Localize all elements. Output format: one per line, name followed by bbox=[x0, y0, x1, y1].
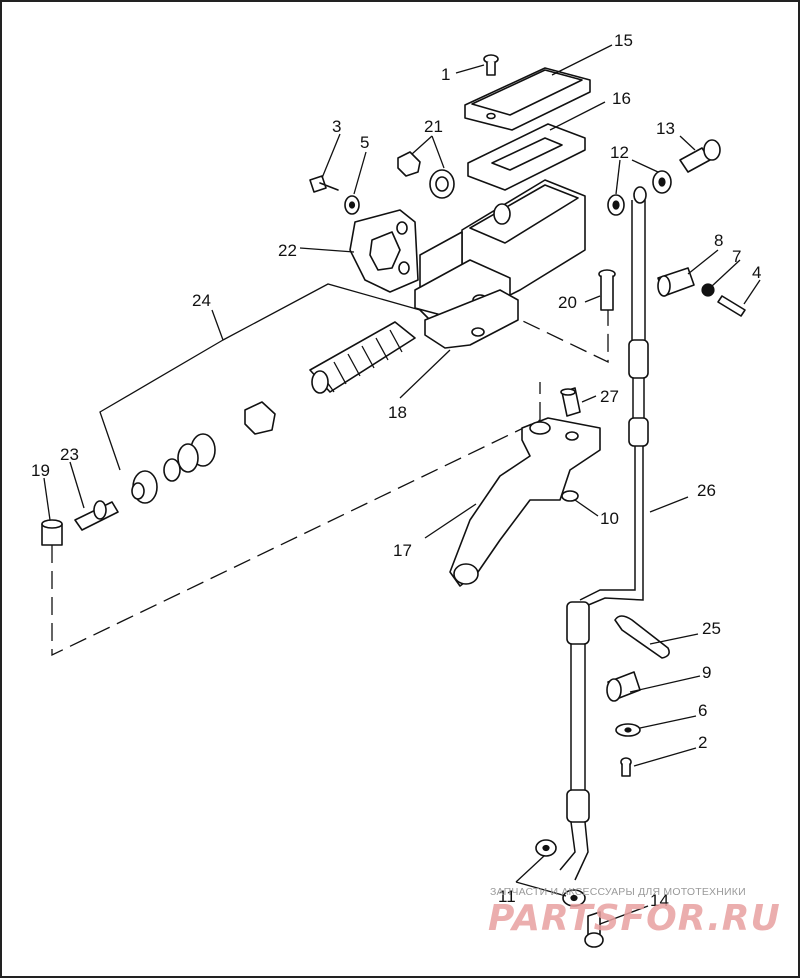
part-19-cap bbox=[41, 519, 63, 546]
callout-3: 3 bbox=[332, 117, 341, 136]
part-6-washer bbox=[615, 723, 641, 737]
part-12-washers bbox=[607, 170, 672, 216]
part-23-pushrod bbox=[74, 500, 119, 531]
part-7-nut bbox=[701, 283, 715, 297]
callout-labels: 1 2 3 4 5 6 7 8 9 10 11 12 13 14 15 16 1… bbox=[31, 31, 761, 910]
part-3-bolt bbox=[309, 175, 339, 193]
assembly-dashed-lines bbox=[51, 309, 609, 657]
part-1-screw bbox=[483, 54, 499, 76]
watermark: ЗАПЧАСТИ И АКСЕССУАРЫ ДЛЯ МОТОТЕХНИКИ PA… bbox=[488, 886, 781, 939]
callout-27: 27 bbox=[600, 387, 619, 406]
part-2-screw bbox=[620, 757, 632, 777]
part-14-banjo-bolt bbox=[584, 911, 604, 948]
leader-lines bbox=[43, 44, 761, 925]
part-24-piston-kit bbox=[131, 321, 416, 504]
watermark-logo: PARTSFOR.RU bbox=[488, 898, 781, 939]
callout-1: 1 bbox=[441, 65, 450, 84]
part-8-clamp bbox=[657, 267, 695, 297]
part-4-screw bbox=[717, 295, 746, 317]
callout-12: 12 bbox=[610, 143, 629, 162]
callout-16: 16 bbox=[612, 89, 631, 108]
callout-17: 17 bbox=[393, 541, 412, 560]
callout-11: 11 bbox=[498, 887, 516, 906]
callout-23: 23 bbox=[60, 445, 79, 464]
part-11-washers bbox=[535, 839, 586, 907]
part-master-cylinder-body bbox=[414, 179, 586, 349]
callout-15: 15 bbox=[614, 31, 633, 50]
callout-9: 9 bbox=[702, 663, 711, 682]
part-9-hose-clamp bbox=[606, 671, 641, 702]
part-13-banjo-bolt bbox=[679, 139, 721, 173]
part-22-handlebar-clamp bbox=[349, 209, 419, 293]
part-21-plugs bbox=[397, 151, 455, 199]
part-17-brake-lever bbox=[449, 417, 601, 587]
part-10-retaining-clip bbox=[561, 490, 579, 502]
callout-6: 6 bbox=[698, 701, 707, 720]
callout-7: 7 bbox=[732, 247, 741, 266]
callout-19: 19 bbox=[31, 461, 50, 480]
part-25-hose-clip bbox=[614, 615, 670, 659]
callout-4: 4 bbox=[752, 263, 761, 282]
callout-10: 10 bbox=[600, 509, 619, 528]
callout-8: 8 bbox=[714, 231, 723, 250]
part-27-bushing bbox=[560, 387, 581, 417]
watermark-tagline: ЗАПЧАСТИ И АКСЕССУАРЫ ДЛЯ МОТОТЕХНИКИ bbox=[490, 886, 746, 898]
part-26-brake-line bbox=[559, 200, 649, 881]
callout-21: 21 bbox=[424, 117, 443, 136]
callout-22: 22 bbox=[278, 241, 297, 260]
part-15-reservoir-cover bbox=[464, 67, 591, 131]
callout-5: 5 bbox=[360, 133, 369, 152]
callout-24: 24 bbox=[192, 291, 211, 310]
callout-13: 13 bbox=[656, 119, 675, 138]
callout-20: 20 bbox=[558, 293, 577, 312]
part-16-diaphragm-gasket bbox=[467, 123, 586, 191]
callout-26: 26 bbox=[697, 481, 716, 500]
callout-25: 25 bbox=[702, 619, 721, 638]
callout-18: 18 bbox=[388, 403, 407, 422]
part-5-washer bbox=[344, 195, 360, 215]
callout-14: 14 bbox=[650, 891, 669, 910]
callout-2: 2 bbox=[698, 733, 707, 752]
part-20-pivot-pin bbox=[598, 269, 616, 311]
